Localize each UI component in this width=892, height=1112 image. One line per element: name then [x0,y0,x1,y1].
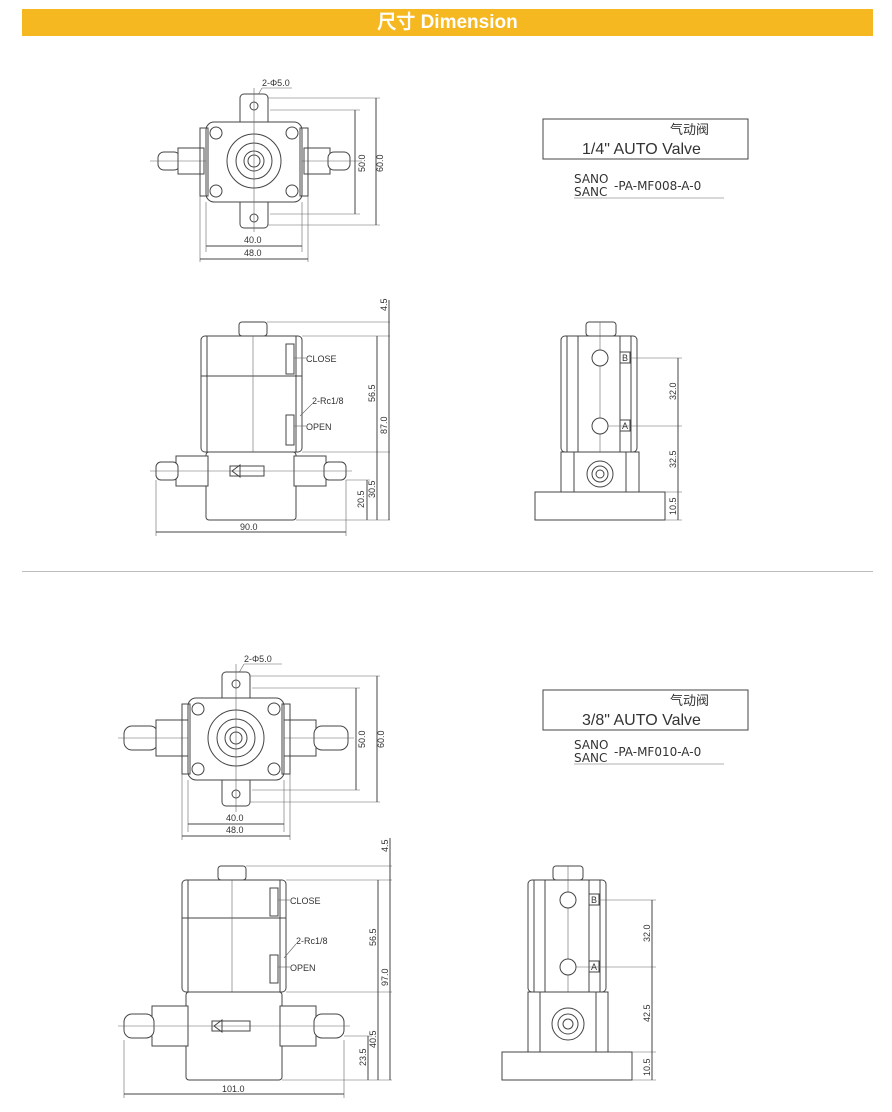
side-dim-1: 32.0 [668,382,678,400]
model-suffix: -PA-MF008-A-0 [614,179,701,193]
side-view-2: B A 32.0 42.5 10.5 [501,865,656,1081]
top-dim-width-outer: 48.0 [244,248,262,258]
close-port-label: CLOSE [290,896,321,906]
top-dim-height-outer: 60.0 [376,730,386,748]
close-port-label: CLOSE [306,354,337,364]
top-view-1: 2-Φ5.0 [150,78,385,262]
open-port-label: OPEN [306,422,332,432]
valve-title-en: 3/8" AUTO Valve [582,712,701,729]
air-port-spec-label: 2-Rc1/8 [312,396,344,406]
top-dim-height-outer: 60.0 [375,154,385,172]
valve-title-cn: 气动阀 [670,693,709,708]
title-box-2: 气动阀 3/8" AUTO Valve SANO SANC -PA-MF010-… [542,689,749,765]
top-dim-height-inner: 50.0 [357,154,367,172]
front-view-1: CLOSE OPEN 2-Rc1/8 4.5 [150,298,390,536]
model-prefix-bottom: SANC [574,751,607,765]
section-header: 尺寸 Dimension [22,9,873,36]
front-dim-lower: 30.5 [367,480,377,498]
model-prefix-top: SANO [574,172,608,186]
front-dim-width: 101.0 [222,1084,245,1094]
front-dim-width: 90.0 [240,522,258,532]
model-prefix-bottom: SANC [574,185,607,199]
model-suffix: -PA-MF010-A-0 [614,745,701,759]
section-divider [22,571,873,572]
front-dim-lower: 40.5 [368,1030,378,1048]
front-dim-top: 4.5 [379,298,389,311]
hole-spec-label: 2-Φ5.0 [262,78,290,88]
open-port-label: OPEN [290,963,316,973]
model-prefix-top: SANO [574,738,608,752]
front-dim-base: 20.5 [356,490,366,508]
title-box-1: 气动阀 1/4" AUTO Valve SANO SANC -PA-MF008-… [542,118,749,199]
port-b-label: B [591,895,597,905]
front-dim-top: 4.5 [380,839,390,852]
side-dim-2: 32.5 [668,450,678,468]
hole-spec-label: 2-Φ5.0 [244,654,272,664]
side-dim-2: 42.5 [642,1004,652,1022]
side-dim-3: 10.5 [642,1058,652,1076]
front-view-2: CLOSE OPEN 2-Rc1/8 4.5 56.5 97 [118,838,392,1098]
side-dim-3: 10.5 [668,497,678,515]
valve-title-en: 1/4" AUTO Valve [582,141,701,158]
port-b-label: B [622,353,628,363]
front-dim-upper: 56.5 [368,928,378,946]
top-dim-height-inner: 50.0 [357,730,367,748]
top-view-2: 2-Φ5.0 [118,654,386,840]
front-dim-total: 97.0 [380,968,390,986]
valve-3-8-drawings: 2-Φ5.0 [118,654,749,1098]
top-dim-width-inner: 40.0 [226,813,244,823]
side-dim-1: 32.0 [642,924,652,942]
valve-1-4-drawings: 2-Φ5.0 [150,78,749,536]
side-view-1: B A 32.0 32.5 10.5 [534,321,682,521]
top-dim-width-outer: 48.0 [226,825,244,835]
top-dim-width-inner: 40.0 [244,235,262,245]
air-port-spec-label: 2-Rc1/8 [296,936,328,946]
front-dim-upper: 56.5 [367,384,377,402]
front-dim-base: 23.5 [358,1048,368,1066]
valve-title-cn: 气动阀 [670,122,709,137]
front-dim-total: 87.0 [379,416,389,434]
